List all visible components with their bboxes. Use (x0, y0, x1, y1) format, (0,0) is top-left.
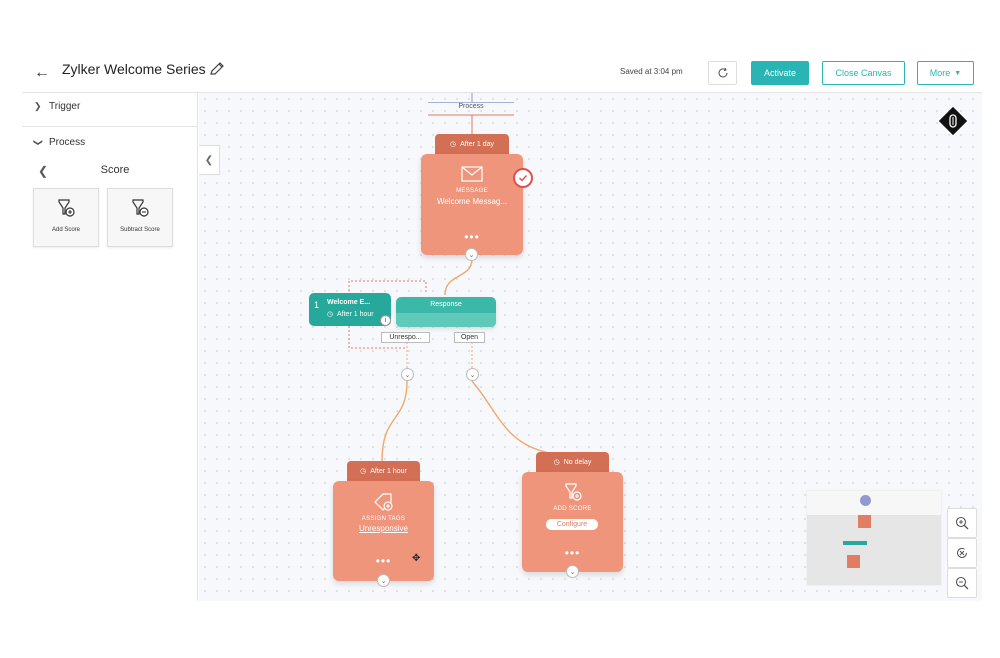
add-score-node[interactable]: ADD SCORE Configure ••• (522, 472, 623, 572)
node-type: ADD SCORE (553, 506, 592, 512)
response-node[interactable]: Response (396, 297, 496, 327)
reset-zoom-icon (957, 548, 967, 558)
sidebar: ❯ Trigger ❯ Process Score ❮ Add Score Su… (22, 93, 198, 601)
subtract-score-icon (108, 198, 172, 223)
page-title: Zylker Welcome Series (62, 61, 206, 77)
minimap-start-node (860, 495, 871, 506)
clock-icon: ◷ (327, 311, 334, 318)
minimap-message-node (858, 515, 871, 528)
welcome-node[interactable]: 1 Welcome E... ◷ After 1 hour i (309, 293, 391, 326)
add-score-icon (562, 482, 584, 507)
delay-label: After 1 day (460, 140, 494, 148)
activate-button[interactable]: Activate (751, 61, 809, 85)
refresh-icon (718, 67, 727, 78)
header: ← Zylker Welcome Series Saved at 3:04 pm… (22, 53, 982, 93)
sidebar-item-label: Trigger (49, 101, 81, 112)
brand-logo-icon[interactable] (937, 105, 969, 137)
caret-down-icon: ▼ (954, 69, 962, 77)
info-icon[interactable]: i (380, 315, 391, 326)
message-delay-tab[interactable]: ◷ After 1 day (435, 134, 509, 154)
response-title: Response (430, 301, 462, 308)
collapse-sidebar-button[interactable]: ❮ (199, 145, 220, 175)
back-arrow-icon[interactable]: ← (34, 64, 50, 81)
workflow-canvas[interactable]: ❮ Process ◷ After 1 day (199, 93, 982, 601)
subtract-score-card[interactable]: Subtract Score (107, 188, 173, 247)
process-label: Process (428, 102, 514, 113)
tag-icon (373, 492, 395, 517)
more-dots-icon[interactable]: ••• (564, 546, 581, 560)
delay-label: No delay (563, 458, 592, 466)
delay-label: After 1 hour (370, 467, 407, 475)
node-index: 1 (314, 300, 320, 310)
node-title-link[interactable]: Unresponsive (359, 524, 408, 533)
minimap-action-node (847, 555, 860, 568)
add-score-label: Add Score (51, 227, 81, 233)
expand-chevron-icon[interactable]: ⌄ (377, 574, 390, 587)
node-type: ASSIGN TAGS (361, 516, 406, 522)
sidebar-item-label: Process (49, 137, 86, 148)
refresh-button[interactable] (708, 61, 737, 85)
branch-open[interactable]: Open (454, 332, 485, 343)
more-label: More (929, 68, 951, 78)
connector-lines (348, 93, 550, 462)
chevron-right-icon: ❯ (34, 101, 42, 111)
node-title: Welcome Messag... (436, 197, 508, 206)
branch-unresponsive[interactable]: Unrespo... (381, 332, 430, 343)
zoom-in-button[interactable] (947, 508, 977, 538)
envelope-icon (461, 166, 483, 187)
minimap-viewport (807, 491, 941, 515)
node-delay: After 1 hour (337, 311, 374, 318)
zoom-out-button[interactable] (947, 568, 977, 598)
message-node[interactable]: MESSAGE Welcome Messag... ••• (421, 154, 533, 255)
chevron-down-icon: ❯ (33, 138, 44, 147)
score-delay-tab[interactable]: ◷ No delay (536, 452, 609, 472)
add-score-icon (34, 198, 98, 223)
saved-status: Saved at 3:04 pm (620, 67, 683, 76)
minimap-response-node (843, 541, 867, 545)
expand-chevron-icon[interactable]: ⌄ (566, 565, 579, 578)
chevron-left-icon[interactable]: ❮ (38, 164, 49, 178)
assign-tags-node[interactable]: ASSIGN TAGS Unresponsive ••• ✥ (333, 481, 434, 581)
subtract-score-label: Subtract Score (120, 227, 160, 233)
clock-icon: ◷ (360, 468, 367, 475)
expand-chevron-icon[interactable]: ⌄ (401, 368, 414, 381)
clock-icon: ◷ (553, 459, 560, 466)
check-icon (513, 168, 533, 188)
app-window: ← Zylker Welcome Series Saved at 3:04 pm… (22, 53, 982, 601)
response-body (396, 313, 496, 327)
node-title: Welcome E... (327, 299, 371, 306)
configure-button[interactable]: Configure (546, 519, 598, 530)
add-score-card[interactable]: Add Score (33, 188, 99, 247)
expand-chevron-icon[interactable]: ⌄ (466, 368, 479, 381)
more-dots-icon[interactable]: ••• (375, 554, 392, 568)
edit-pencil-icon[interactable] (209, 61, 225, 82)
zoom-out-icon (955, 576, 969, 590)
assign-delay-tab[interactable]: ◷ After 1 hour (347, 461, 420, 481)
expand-chevron-icon[interactable]: ⌄ (465, 248, 478, 261)
node-type: MESSAGE (456, 188, 488, 194)
zoom-in-icon (955, 516, 969, 530)
score-panel-title: Score (100, 164, 130, 176)
reset-zoom-button[interactable] (947, 538, 977, 568)
more-dots-icon[interactable]: ••• (464, 230, 480, 244)
minimap[interactable] (806, 490, 942, 586)
close-canvas-button[interactable]: Close Canvas (822, 61, 905, 85)
more-button[interactable]: More ▼ (917, 61, 974, 85)
sidebar-item-trigger[interactable]: ❯ Trigger (22, 101, 198, 127)
clock-icon: ◷ (450, 141, 457, 148)
move-cursor-icon: ✥ (412, 553, 421, 564)
